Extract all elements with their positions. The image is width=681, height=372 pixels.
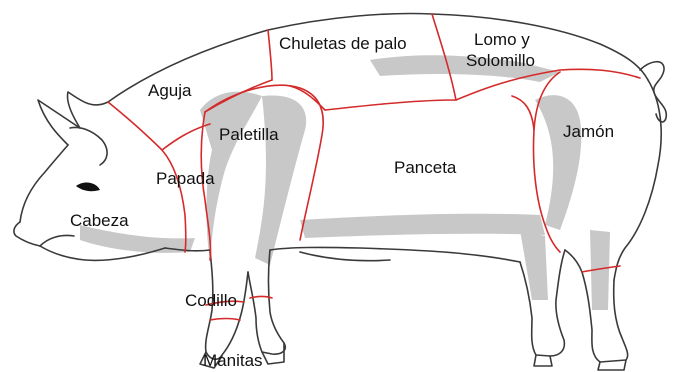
label-jamon: Jamón (563, 122, 614, 142)
label-cabeza: Cabeza (70, 211, 129, 231)
label-paletilla: Paletilla (219, 125, 279, 145)
label-papada: Papada (156, 169, 215, 189)
label-codillo: Codillo (185, 291, 237, 311)
label-panceta: Panceta (394, 158, 456, 178)
label-manitas: Manitas (203, 351, 263, 371)
label-aguja: Aguja (148, 81, 191, 101)
label-lomo-y: Lomo y (474, 30, 530, 50)
label-chuletas-de-palo: Chuletas de palo (279, 34, 407, 54)
label-solomillo: Solomillo (466, 51, 535, 71)
eye-mark (76, 183, 100, 192)
